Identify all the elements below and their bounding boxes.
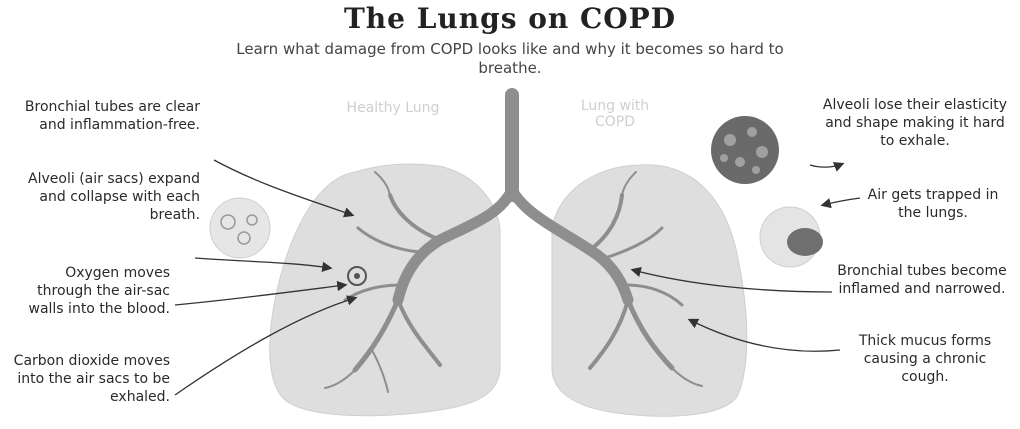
label-oxygen: Oxygen moves through the air-sac walls i… (8, 264, 170, 318)
copd-lung (552, 165, 747, 416)
healthy-alveoli-inset (210, 198, 270, 258)
label-bronchial-clear: Bronchial tubes are clear and inflammati… (8, 98, 200, 134)
damaged-alveoli-inset (711, 116, 779, 184)
label-mucus: Thick mucus forms causing a chronic coug… (840, 332, 1010, 386)
copd-lung-header: Lung with COPD (560, 98, 670, 130)
page-subtitle: Learn what damage from COPD looks like a… (230, 40, 790, 78)
label-carbon-dioxide: Carbon dioxide moves into the air sacs t… (8, 352, 170, 406)
label-bronchial-inflamed: Bronchial tubes become inflamed and narr… (832, 262, 1012, 298)
trapped-air-inset (760, 207, 823, 267)
label-alveoli-expand: Alveoli (air sacs) expand and collapse w… (8, 170, 200, 224)
label-air-trapped: Air gets trapped in the lungs. (858, 186, 1008, 222)
label-alveoli-elasticity: Alveoli lose their elasticity and shape … (818, 96, 1012, 150)
healthy-lung-header: Healthy Lung (318, 100, 468, 116)
page-title: The Lungs on COPD (0, 2, 1020, 35)
